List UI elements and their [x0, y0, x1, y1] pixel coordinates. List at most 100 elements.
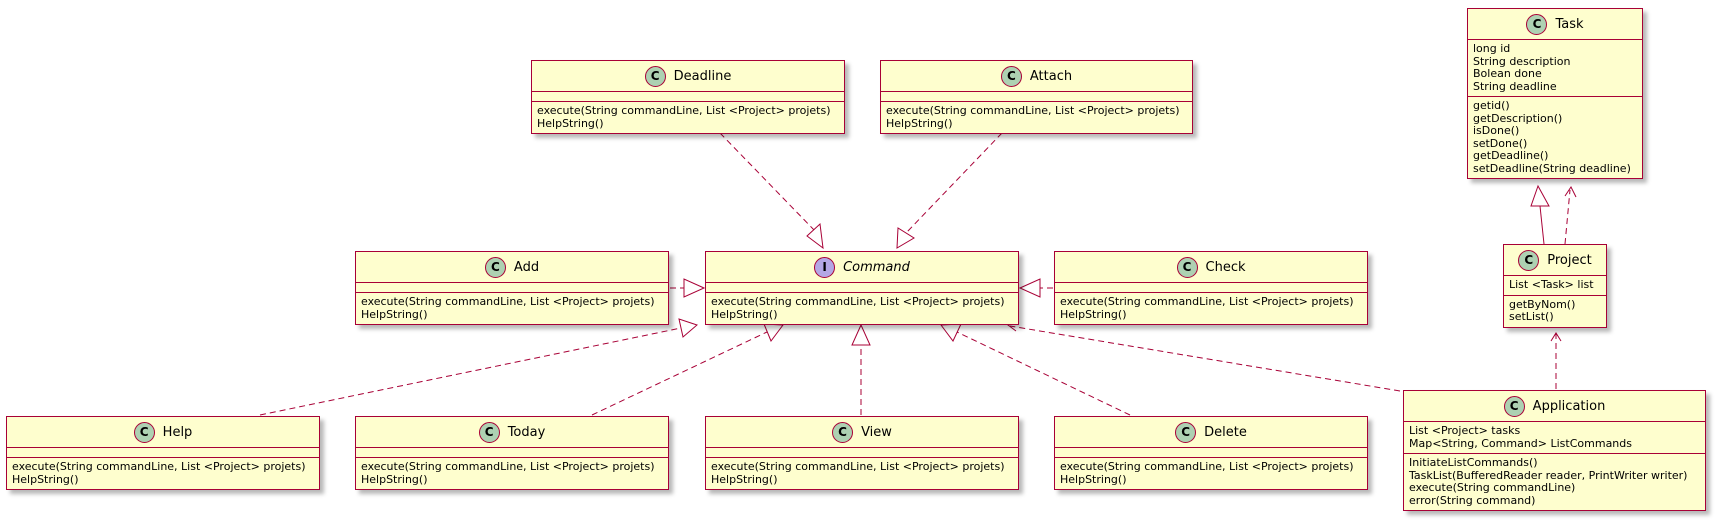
arrowhead-hollow [1018, 278, 1041, 298]
class-help[interactable]: C Help execute(String commandLine, List … [6, 416, 320, 490]
fields-section: long id String description Bolean done S… [1468, 40, 1642, 97]
class-name: Add [513, 259, 540, 275]
methods-section: execute(String commandLine, List <Projec… [356, 293, 668, 324]
field: Map<String, Command> ListCommands [1409, 436, 1632, 450]
arrowhead-hollow [896, 227, 915, 249]
method: getByNom() [1509, 297, 1576, 311]
class-name: Command [843, 259, 910, 275]
method: execute(String commandLine, List <Projec… [711, 460, 1005, 473]
class-header: C Attach [881, 61, 1192, 92]
method: HelpString() [361, 472, 428, 486]
class-badge-icon: C [1518, 249, 1540, 271]
class-application[interactable]: C Application List <Project> tasks Map<S… [1403, 390, 1706, 511]
methods-section: execute(String commandLine, List <Projec… [881, 102, 1192, 133]
method: HelpString() [886, 116, 953, 130]
class-header: C Delete [1055, 417, 1367, 448]
method: HelpString() [711, 307, 778, 321]
fields-section [881, 92, 1192, 102]
class-header: C Today [356, 417, 668, 448]
class-view[interactable]: C View execute(String commandLine, List … [705, 416, 1019, 490]
class-name: Deadline [673, 68, 732, 84]
methods-section: execute(String commandLine, List <Projec… [1055, 458, 1367, 489]
class-deadline[interactable]: C Deadline execute(String commandLine, L… [531, 60, 845, 134]
methods-section: execute(String commandLine, List <Projec… [706, 458, 1018, 489]
fields-section [356, 283, 668, 293]
class-header: C Application [1404, 391, 1705, 422]
method: isDone() [1473, 124, 1520, 137]
method: execute(String commandLine, List <Projec… [361, 295, 655, 308]
method: execute(String commandLine, List <Projec… [537, 104, 831, 117]
class-header: C Task [1468, 9, 1642, 40]
method: HelpString() [12, 472, 79, 486]
class-delete[interactable]: C Delete execute(String commandLine, Lis… [1054, 416, 1368, 490]
methods-section: InitiateListCommands() TaskList(Buffered… [1404, 454, 1705, 510]
class-badge-icon: C [1000, 65, 1022, 87]
class-name: Delete [1204, 424, 1247, 440]
class-header: C Deadline [532, 61, 844, 92]
class-name: Attach [1029, 68, 1073, 84]
arrowhead-hollow [1530, 184, 1550, 207]
fields-section [356, 448, 668, 458]
class-header: C Project [1504, 245, 1606, 276]
field: List <Task> list [1509, 278, 1594, 291]
class-add[interactable]: C Add execute(String commandLine, List <… [355, 251, 669, 325]
class-badge-icon: C [644, 65, 666, 87]
methods-section: getid() getDescription() isDone() setDon… [1468, 97, 1642, 178]
class-header: C Help [7, 417, 319, 448]
method: HelpString() [537, 116, 604, 130]
method: HelpString() [1060, 472, 1127, 486]
class-badge-icon: C [133, 421, 155, 443]
class-today[interactable]: C Today execute(String commandLine, List… [355, 416, 669, 490]
method: InitiateListCommands() [1409, 456, 1538, 469]
methods-section: execute(String commandLine, List <Projec… [532, 102, 844, 133]
class-badge-icon: C [832, 421, 854, 443]
edge-help-command [259, 327, 682, 416]
method: setList() [1509, 310, 1554, 323]
edge-project-task-dependency [1564, 189, 1571, 245]
interface-badge-icon: I [814, 256, 836, 278]
class-name: Help [162, 424, 193, 440]
class-name: Project [1547, 252, 1592, 268]
class-project[interactable]: C Project List <Task> list getByNom() se… [1503, 244, 1607, 328]
class-name: Today [507, 424, 546, 440]
method: TaskList(BufferedReader reader, PrintWri… [1409, 468, 1688, 482]
fields-section [706, 448, 1018, 458]
method: getid() [1473, 99, 1510, 112]
class-attach[interactable]: C Attach execute(String commandLine, Lis… [880, 60, 1193, 134]
class-header: C Check [1055, 252, 1367, 283]
method: setDeadline(String deadline) [1473, 161, 1631, 175]
field: List <Project> tasks [1409, 424, 1521, 437]
fields-section [1055, 283, 1367, 293]
class-badge-icon: C [484, 256, 506, 278]
field: long id [1473, 42, 1511, 55]
arrowhead-hollow [851, 323, 871, 346]
class-header: C View [706, 417, 1018, 448]
edge-attach-command [906, 132, 1003, 233]
fields-section: List <Project> tasks Map<String, Command… [1404, 422, 1705, 454]
method: execute(String commandLine, List <Projec… [12, 460, 306, 473]
methods-section: getByNom() setList() [1504, 296, 1606, 327]
arrowhead-open [1564, 186, 1577, 198]
method: HelpString() [1060, 307, 1127, 321]
interface-command[interactable]: I Command execute(String commandLine, Li… [705, 251, 1019, 325]
field: Bolean done [1473, 67, 1542, 80]
class-badge-icon: C [1176, 256, 1198, 278]
methods-section: execute(String commandLine, List <Projec… [356, 458, 668, 489]
fields-section: List <Task> list [1504, 276, 1606, 296]
method: error(String command) [1409, 493, 1536, 507]
edge-delete-command [956, 331, 1131, 416]
class-name: Check [1205, 259, 1246, 275]
method: getDescription() [1473, 111, 1563, 125]
arrowhead-open [1550, 332, 1562, 342]
method: execute(String commandLine, List <Projec… [1060, 295, 1354, 308]
class-check[interactable]: C Check execute(String commandLine, List… [1054, 251, 1368, 325]
method: HelpString() [361, 307, 428, 321]
field: String deadline [1473, 79, 1557, 93]
class-task[interactable]: C Task long id String description Bolean… [1467, 8, 1643, 179]
class-badge-icon: C [1503, 395, 1525, 417]
class-badge-icon: C [1526, 13, 1548, 35]
method: execute(String commandLine) [1409, 481, 1576, 494]
field: String description [1473, 54, 1571, 68]
method: HelpString() [711, 472, 778, 486]
